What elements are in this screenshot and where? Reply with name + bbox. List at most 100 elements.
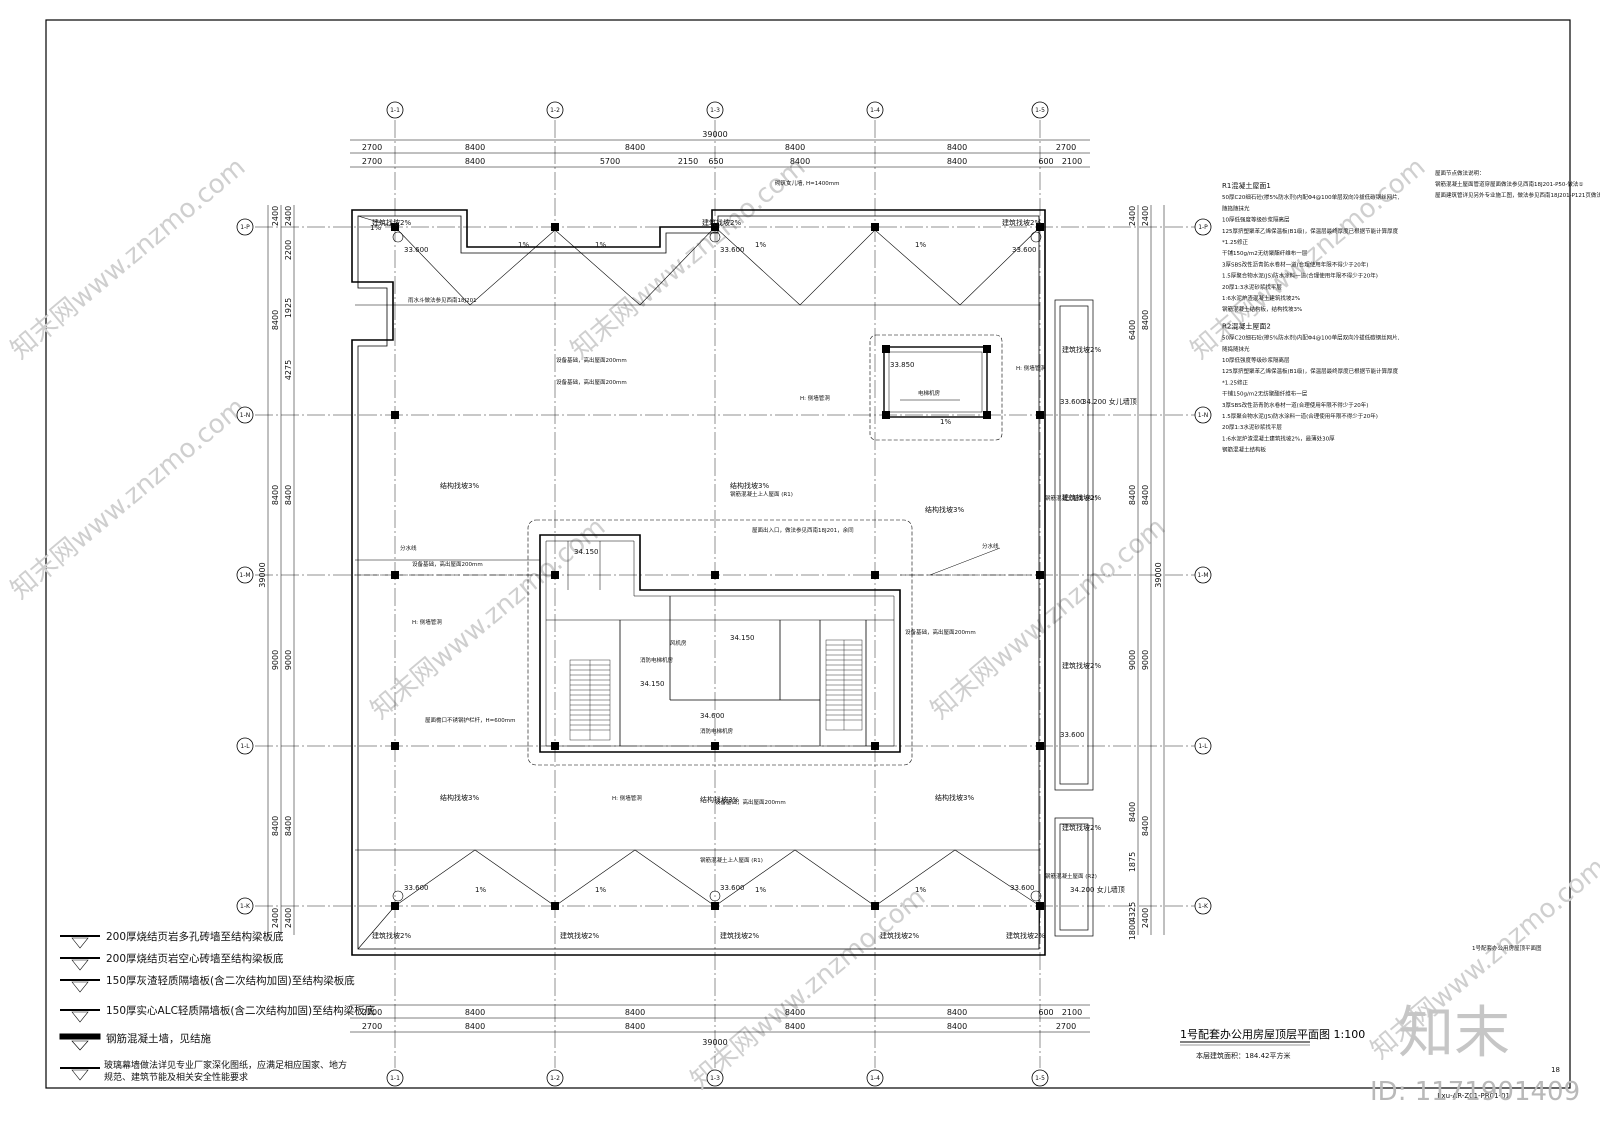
slope-text: 结构找坡3% (440, 793, 479, 802)
elevation-text: 33.600 (1060, 731, 1085, 739)
note-text: 电梯机房 (918, 389, 941, 397)
dim-text: 8400 (947, 143, 967, 152)
drain-icon (1030, 890, 1042, 902)
dim-total: 39000 (1154, 562, 1163, 587)
column (551, 902, 559, 910)
spec-r2-line: 1:6水泥炉渣混凝土建筑找坡2%，最薄处30厚 (1222, 434, 1335, 442)
dim-text: 2400 (271, 206, 280, 226)
note-text: 砌筑女儿墙, H=1400mm (775, 179, 839, 187)
dim-text: 9000 (1141, 650, 1150, 670)
note-text: H: 侧墙管洞 (800, 394, 830, 402)
axis-bubble (1031, 101, 1049, 119)
column (551, 571, 559, 579)
axis-label: 1-K (1198, 903, 1209, 910)
stair-right (825, 639, 863, 731)
dim-text: 600 (1038, 157, 1053, 166)
slope-text: 建筑找坡2% (702, 218, 741, 227)
slope-annotations: 1% 1% 1% 1% 1% 1% 1% 1% 1% 1% 建筑找坡2% 建筑找… (370, 218, 1101, 940)
column (871, 571, 879, 579)
elevation-text: 34.600 (700, 712, 725, 720)
drain-icon (392, 890, 404, 902)
slope-text: 1% (940, 418, 951, 426)
dim-text: 8400 (625, 143, 645, 152)
core-wall (539, 534, 901, 753)
dimension-lines (267, 139, 1165, 1033)
plan-notes: 砌筑女儿墙, H=1400mm 钢筋混凝土上人屋面 (R1) 钢筋混凝土上人屋面… (400, 179, 1097, 880)
dim-text: 8400 (1128, 802, 1137, 822)
column (711, 223, 719, 231)
slope-text: 结构找坡3% (440, 481, 479, 490)
slope-text: 结构找坡3% (925, 505, 964, 514)
dim-text: 2100 (1062, 157, 1082, 166)
elevation-text: 33.600 (1060, 398, 1085, 406)
machine-room-wall (883, 346, 988, 418)
slope-text: 1% (518, 241, 529, 249)
elevation-text: 34.200 女儿墙顶 (1082, 397, 1137, 406)
left-dimensions: 39000 2400 8400 8400 9000 8400 2400 2400… (258, 206, 293, 928)
small-caption: 1号配套办公用房屋顶平面图 (1472, 944, 1542, 952)
axis-bubble (236, 406, 254, 424)
slope-text: 1% (595, 886, 606, 894)
axis-label: 1-N (1198, 412, 1208, 419)
dim-text: 8400 (465, 157, 485, 166)
brand-watermark: 知末 ID: 1171901409 (1370, 1001, 1580, 1107)
watermark-text: 知末网www.znzmo.com (5, 152, 251, 365)
slope-text: 1% (595, 241, 606, 249)
dim-text: 2700 (362, 1008, 382, 1017)
parapet-inner (357, 215, 1040, 950)
spec-r1-line: 10厚低强度等级砂浆隔离层 (1222, 216, 1290, 224)
axis-label: 1-L (240, 743, 250, 750)
spec-r1-line: 1.5厚聚合物水泥(JS)防水涂料一道(合理使用年限不得少于20年) (1222, 272, 1378, 280)
machine-room-dashed (869, 334, 1003, 441)
elevation-text: 33.850 (890, 361, 915, 369)
spec-r1-line: 干铺150g/m2无纺聚酯纤维布一层 (1222, 249, 1308, 257)
structural-columns (391, 223, 1044, 910)
dim-total: 39000 (702, 1038, 727, 1047)
axis-label: 1-M (239, 572, 250, 579)
axis-label: 1-P (1198, 224, 1208, 231)
legend-label: 200厚烧结页岩多孔砖墙至结构梁板底 (106, 930, 284, 943)
slope-text: 建筑找坡2% (720, 931, 759, 940)
slope-text: 建筑找坡2% (560, 931, 599, 940)
slope-text: 建筑找坡2% (1062, 493, 1101, 502)
axis-label: 1-2 (550, 1075, 560, 1082)
note-text: H: 侧墙管洞 (412, 618, 442, 626)
axis-bubble (546, 1069, 564, 1087)
legend-label: 150厚灰渣轻质隔墙板(含二次结构加固)至结构梁板底 (106, 974, 355, 987)
core-wall-inner (545, 540, 895, 747)
axis-label: 1-K (240, 903, 251, 910)
dim-text: 8400 (284, 485, 293, 505)
axis-label: 1-1 (390, 107, 400, 114)
dim-text: 6400 (1128, 320, 1137, 340)
dim-text: 2150 (678, 157, 698, 166)
spec-r1-line: 3厚SBS改性沥青防水卷材一道(合理使用年限不得少于20年) (1222, 260, 1368, 268)
elevation-text: 33.600 (1010, 884, 1035, 892)
note-text: 钢筋混凝土屋面 (R2) (1045, 494, 1097, 502)
sheet-code: Pxu-AR-Z01-PR01-01 (1437, 1092, 1510, 1100)
legend-label: 钢筋混凝土墙，见结施 (106, 1032, 211, 1045)
axis-label: 1-3 (710, 1075, 720, 1082)
axis-bubble (236, 566, 254, 584)
dim-text: 8400 (1141, 310, 1150, 330)
slope-text: 建筑找坡2% (1002, 218, 1041, 227)
spec-r1-line: 1:6水泥炉渣混凝土建筑找坡2% (1222, 294, 1300, 302)
column (391, 742, 399, 750)
slope-text: 结构找坡3% (700, 795, 739, 804)
note-text: 屋面出入口，做法参见西南18J201，余同 (752, 526, 854, 534)
bottom-dimensions: 2700 8400 8400 8400 8400 600 2100 2700 8… (362, 1008, 1082, 1047)
elevation-text: 34.150 (730, 634, 755, 642)
dim-text: 9000 (271, 650, 280, 670)
spec-node-title: 屋面节点做法说明： (1435, 169, 1485, 177)
axis-label: 1-P (240, 224, 250, 231)
slope-text: 建筑找坡2% (880, 931, 919, 940)
dim-text: 8400 (790, 157, 810, 166)
dim-text: 4325 (1128, 902, 1137, 922)
axis-bubble (546, 101, 564, 119)
note-text: 设备基础，高出屋面200mm (556, 378, 627, 386)
column (711, 902, 719, 910)
note-text: 风机房 (670, 639, 687, 647)
watermark-text: 知末网www.znzmo.com (685, 882, 931, 1095)
axis-bubble (866, 101, 884, 119)
elevation-text: 33.600 (720, 246, 745, 254)
dim-text: 8400 (785, 143, 805, 152)
